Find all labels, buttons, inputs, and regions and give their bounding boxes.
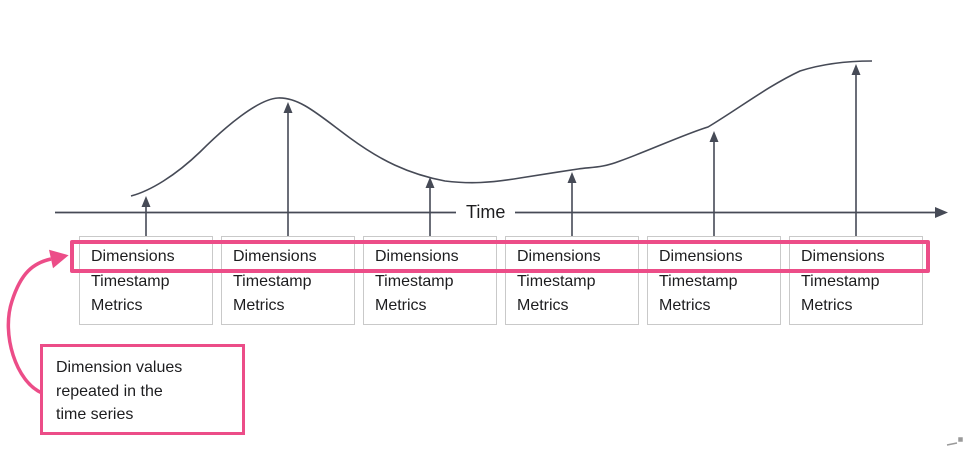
callout-line-1: Dimension values bbox=[56, 359, 183, 376]
record-timestamp-label: Timestamp bbox=[233, 272, 312, 290]
callout-line-3: time series bbox=[56, 406, 134, 423]
value-arrow-2 bbox=[283, 102, 293, 240]
record-timestamp-label: Timestamp bbox=[91, 272, 170, 290]
record-boxes-row: Dimensions Timestamp Metrics Dimensions … bbox=[79, 236, 923, 325]
record-box-5: Dimensions Timestamp Metrics bbox=[647, 236, 781, 325]
record-dimensions-label: Dimensions bbox=[233, 248, 317, 265]
callout-box: Dimension values repeated in the time se… bbox=[40, 344, 245, 435]
record-timestamp-label: Timestamp bbox=[801, 272, 880, 290]
callout-line-2: repeated in the bbox=[56, 382, 163, 400]
record-metrics-label: Metrics bbox=[91, 297, 143, 314]
record-metrics-label: Metrics bbox=[233, 297, 285, 314]
record-box-6: Dimensions Timestamp Metrics bbox=[789, 236, 923, 325]
record-box-4: Dimensions Timestamp Metrics bbox=[505, 236, 639, 325]
corner-artifact bbox=[946, 437, 963, 446]
record-box-2: Dimensions Timestamp Metrics bbox=[221, 236, 355, 325]
value-arrow-6 bbox=[851, 64, 861, 240]
value-arrow-3 bbox=[425, 177, 435, 240]
value-arrow-1 bbox=[141, 196, 151, 240]
record-dimensions-label: Dimensions bbox=[801, 248, 885, 265]
record-dimensions-label: Dimensions bbox=[375, 248, 459, 265]
record-metrics-label: Metrics bbox=[517, 297, 569, 314]
record-metrics-label: Metrics bbox=[375, 297, 427, 314]
record-timestamp-label: Timestamp bbox=[659, 272, 738, 290]
record-box-3: Dimensions Timestamp Metrics bbox=[363, 236, 497, 325]
record-metrics-label: Metrics bbox=[801, 297, 853, 314]
record-timestamp-label: Timestamp bbox=[375, 272, 454, 290]
record-timestamp-label: Timestamp bbox=[517, 272, 596, 290]
time-axis-label: Time bbox=[456, 201, 516, 223]
time-series-curve bbox=[130, 60, 873, 197]
value-arrow-4 bbox=[567, 172, 577, 240]
record-dimensions-label: Dimensions bbox=[91, 248, 175, 265]
value-arrow-5 bbox=[709, 131, 719, 240]
time-axis-arrowhead bbox=[935, 207, 948, 218]
record-dimensions-label: Dimensions bbox=[659, 248, 743, 265]
callout-arrow bbox=[6, 249, 69, 395]
record-box-1: Dimensions Timestamp Metrics bbox=[79, 236, 213, 325]
record-dimensions-label: Dimensions bbox=[517, 248, 601, 265]
record-metrics-label: Metrics bbox=[659, 297, 711, 314]
